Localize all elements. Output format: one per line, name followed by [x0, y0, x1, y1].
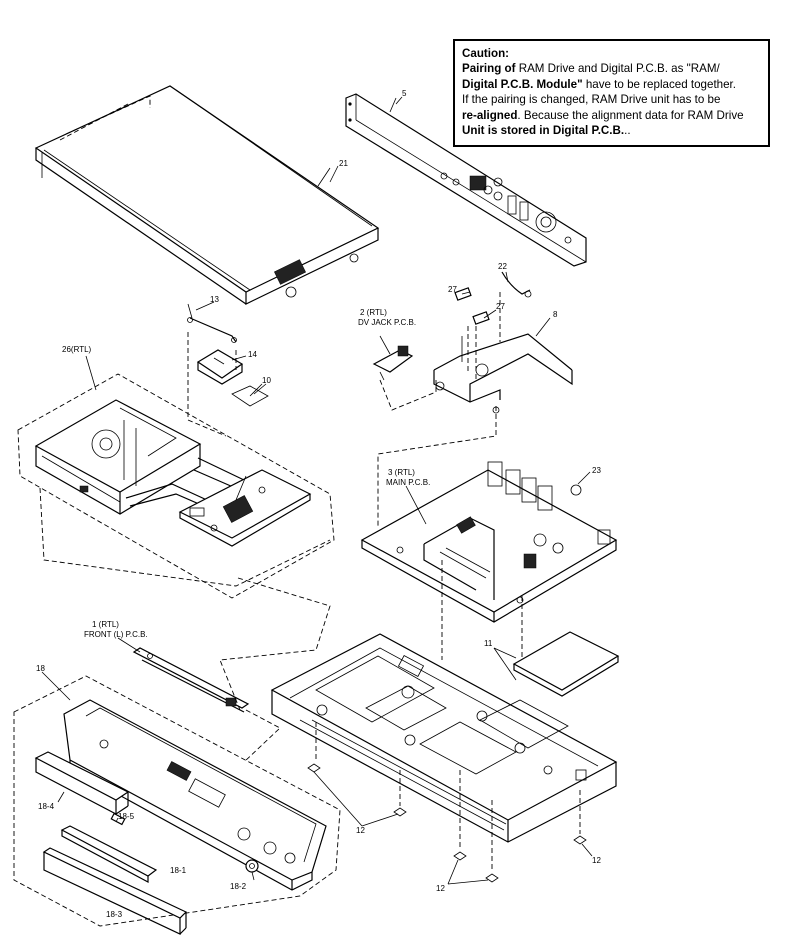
assembly-guide-lines	[39, 292, 581, 872]
part-18-1	[60, 825, 158, 884]
chassis	[270, 633, 618, 843]
label-part-18-4: 18-4	[38, 802, 55, 811]
caution-line-1-bold: Pairing of	[462, 62, 516, 76]
door-part-18-4	[34, 751, 130, 815]
label-part-18-2: 18-2	[230, 882, 247, 891]
sheet-part-10	[231, 383, 269, 407]
label-part-26: 26(RTL)	[62, 345, 92, 354]
front-panel-unit-part-18	[13, 675, 341, 927]
caution-title: Caution:	[462, 47, 510, 60]
sheet-part-11	[512, 631, 620, 697]
label-part-12-bottom: 12	[436, 884, 445, 893]
caution-line-1: Pairing of RAM Drive and Digital P.C.B. …	[462, 61, 762, 76]
label-part-22: 22	[498, 262, 507, 271]
label-part-14: 14	[248, 350, 257, 359]
bracket-part-13	[187, 303, 237, 343]
label-part-5: 5	[402, 89, 407, 98]
caution-line-2-bold: Digital P.C.B. Module"	[462, 77, 583, 91]
caution-line-4: re-aligned. Because the alignment data f…	[462, 108, 762, 123]
label-part-2-name: DV JACK P.C.B.	[358, 318, 417, 327]
label-part-10: 10	[262, 376, 271, 385]
knob-part-18-2	[245, 859, 259, 873]
label-part-18: 18	[36, 664, 45, 673]
label-part-23: 23	[592, 466, 601, 475]
bracket-part-8	[433, 333, 573, 414]
label-part-3-number: 3 (RTL)	[388, 468, 415, 477]
main-pcb-part-3	[360, 461, 618, 623]
foot-part-12	[307, 763, 587, 883]
rear-panel-part-5	[345, 93, 587, 267]
label-part-18-1: 18-1	[170, 866, 187, 875]
label-part-12-right: 12	[592, 856, 601, 865]
ram-drive-module-part-26	[17, 373, 335, 599]
top-cover-part-21	[34, 85, 380, 305]
label-part-1-name: FRONT (L) P.C.B.	[84, 630, 148, 639]
label-part-27-lower: 27	[496, 302, 505, 311]
caution-line-4-text: . Because the alignment data for RAM Dri…	[517, 108, 744, 122]
label-part-13: 13	[210, 295, 219, 304]
caution-line-2: Digital P.C.B. Module" have to be replac…	[462, 77, 762, 92]
label-part-12-left: 12	[356, 826, 365, 835]
caution-line-5-bold: Unit is stored in Digital P.C.B.	[462, 124, 625, 138]
part-27-lower	[472, 311, 490, 380]
label-part-1-number: 1 (RTL)	[92, 620, 119, 629]
label-part-27-upper: 27	[448, 285, 457, 294]
label-part-21: 21	[339, 159, 348, 168]
door-part-18-3	[42, 847, 188, 935]
part-22	[501, 271, 532, 298]
front-pcb-part-1	[132, 647, 250, 713]
caution-line-3: If the pairing is changed, RAM Drive uni…	[462, 93, 721, 107]
caution-line-4-bold: re-aligned	[462, 108, 518, 122]
caution-line-5-text: ..	[624, 124, 631, 138]
leader-lines	[41, 96, 593, 885]
label-part-8: 8	[553, 310, 558, 319]
label-part-18-5: 18-5	[118, 812, 135, 821]
label-part-3-name: MAIN P.C.B.	[386, 478, 431, 487]
caution-line-5: Unit is stored in Digital P.C.B...	[462, 123, 762, 138]
dv-jack-pcb-part-2	[372, 345, 414, 381]
label-part-2-number: 2 (RTL)	[360, 308, 387, 317]
holder-part-14	[196, 349, 244, 385]
caution-line-2-text: have to be replaced together.	[582, 77, 737, 91]
caution-note: Caution: Pairing of RAM Drive and Digita…	[453, 39, 770, 147]
label-part-18-3: 18-3	[106, 910, 123, 919]
caution-line-1-text: RAM Drive and Digital P.C.B. as "RAM/	[515, 62, 720, 76]
label-part-11: 11	[484, 639, 493, 648]
